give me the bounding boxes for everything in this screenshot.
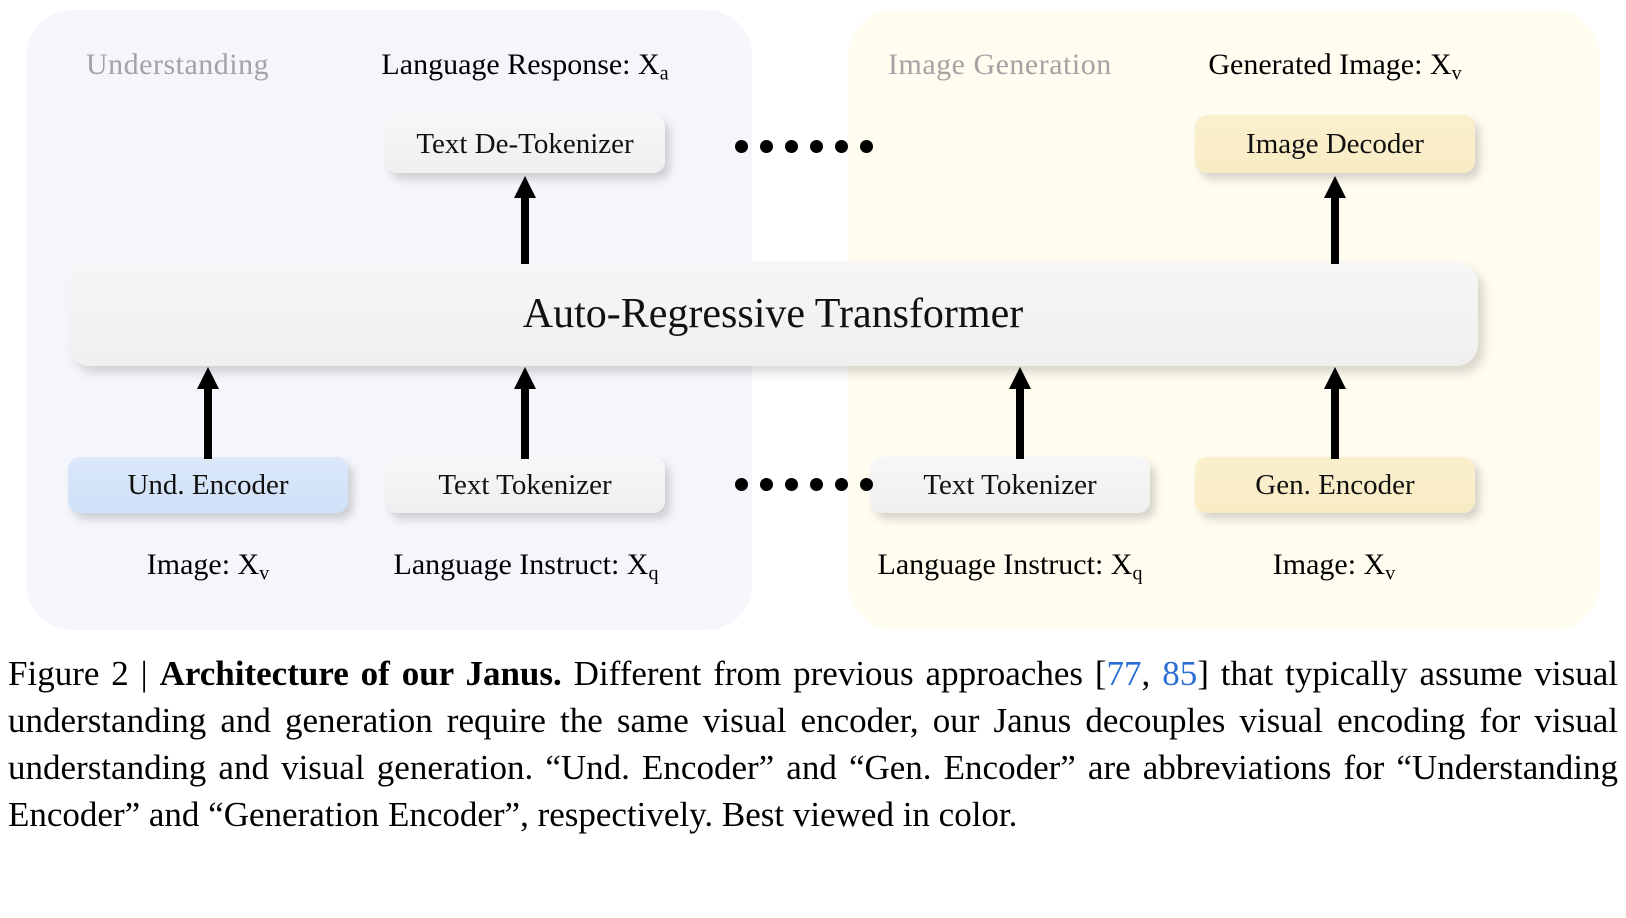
ellipsis-dot [810, 478, 823, 491]
label-language-instruct-left: Language Instruct: Xq [386, 548, 666, 586]
label-language-instruct-right: Language Instruct: Xq [870, 548, 1150, 586]
caption-body-part-2: ] that typically assume visual understan… [8, 654, 1619, 834]
box-text-de-tokenizer: Text De-Tokenizer [385, 115, 665, 173]
ellipsis-dot [860, 478, 873, 491]
panel-heading-understanding: Understanding [86, 48, 270, 81]
label-image-right: Image: Xv [1194, 548, 1474, 586]
label-language-response: Language Response: Xa [380, 48, 670, 86]
ellipsis-dot [760, 140, 773, 153]
arrow-transformer-to-text-de-tokenizer [512, 176, 538, 264]
arrow-und-encoder-to-transformer [195, 367, 221, 459]
ellipsis-dot [760, 478, 773, 491]
arrow-text-tokenizer-right-to-transformer [1007, 367, 1033, 459]
ellipsis-dot [735, 140, 748, 153]
caption-body-part-1: Different from previous approaches [ [561, 654, 1107, 693]
arrow-text-tokenizer-left-to-transformer [512, 367, 538, 459]
caption-citation-77[interactable]: 77 [1106, 654, 1142, 693]
label-image-left-subscript: v [259, 562, 270, 585]
box-auto-regressive-transformer: Auto-Regressive Transformer [68, 262, 1478, 366]
label-image-right-subscript: v [1385, 562, 1396, 585]
arrow-transformer-to-image-decoder [1322, 176, 1348, 264]
box-und-encoder: Und. Encoder [68, 457, 348, 513]
figure-caption: Figure 2 | Architecture of our Janus. Di… [8, 650, 1618, 838]
ellipsis-dot [860, 140, 873, 153]
ellipsis-dots-top [735, 140, 873, 153]
caption-prefix: Figure 2 | [8, 654, 160, 693]
label-image-left: Image: Xv [68, 548, 348, 586]
panel-heading-image-generation: Image Generation [888, 48, 1112, 81]
label-generated-image-subscript: v [1451, 62, 1462, 85]
label-generated-image-text: Generated Image: X [1208, 48, 1452, 81]
label-language-response-text: Language Response: X [381, 48, 660, 81]
label-image-right-text: Image: X [1272, 548, 1386, 581]
caption-bold-title: Architecture of our Janus. [159, 654, 562, 693]
box-image-decoder: Image Decoder [1195, 115, 1475, 173]
caption-citation-separator: , [1141, 654, 1163, 693]
label-language-instruct-right-text: Language Instruct: X [877, 548, 1133, 581]
label-language-instruct-left-subscript: q [648, 562, 659, 585]
box-text-tokenizer-right: Text Tokenizer [870, 457, 1150, 513]
ellipsis-dots-bottom [735, 478, 873, 491]
label-language-response-subscript: a [659, 62, 669, 85]
label-language-instruct-right-subscript: q [1132, 562, 1143, 585]
ellipsis-dot [835, 140, 848, 153]
ellipsis-dot [735, 478, 748, 491]
caption-citation-85[interactable]: 85 [1162, 654, 1198, 693]
label-image-left-text: Image: X [146, 548, 260, 581]
ellipsis-dot [785, 140, 798, 153]
arrow-gen-encoder-to-transformer [1322, 367, 1348, 459]
ellipsis-dot [810, 140, 823, 153]
box-gen-encoder: Gen. Encoder [1195, 457, 1475, 513]
ellipsis-dot [835, 478, 848, 491]
ellipsis-dot [785, 478, 798, 491]
box-text-tokenizer-left: Text Tokenizer [385, 457, 665, 513]
label-language-instruct-left-text: Language Instruct: X [393, 548, 649, 581]
label-generated-image: Generated Image: Xv [1190, 48, 1480, 86]
